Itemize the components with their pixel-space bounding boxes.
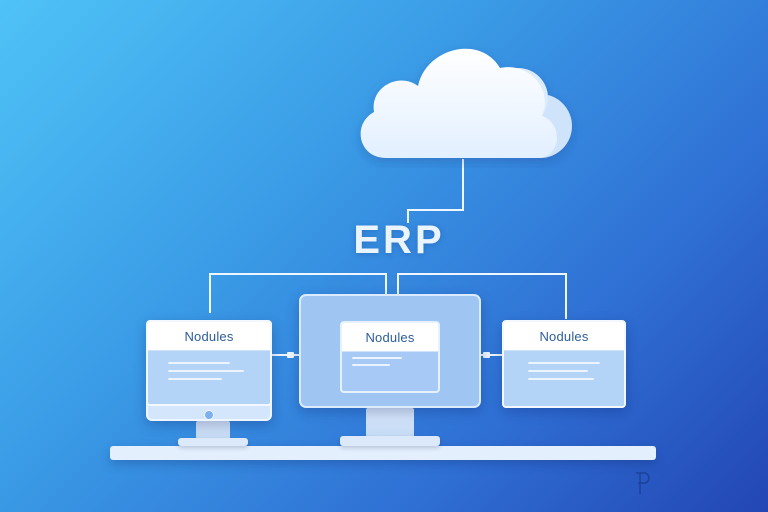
center-text-line	[352, 357, 402, 359]
left-text-line	[168, 370, 244, 372]
right-text-line	[528, 362, 600, 364]
center-monitor-base	[340, 436, 440, 446]
right-module-card: Nodules	[502, 320, 626, 408]
left-link-node	[287, 352, 294, 358]
right-text-line	[528, 370, 588, 372]
left-text-line	[168, 378, 222, 380]
shelf	[110, 446, 656, 460]
left-monitor-neck	[196, 421, 230, 439]
diagram-title: ERP	[353, 218, 445, 262]
cloud-connector	[407, 159, 464, 223]
left-module-label: Nodules	[148, 322, 270, 351]
center-text-line	[352, 364, 390, 366]
center-module-card: Nodules	[340, 321, 440, 393]
right-text-line	[528, 378, 594, 380]
right-link-node	[483, 352, 490, 358]
right-module-connector	[397, 273, 567, 319]
left-power-dot	[204, 410, 214, 420]
left-module-connector	[209, 273, 387, 313]
watermark-icon	[636, 472, 650, 494]
center-module-label: Nodules	[342, 323, 438, 352]
left-text-line	[168, 362, 230, 364]
center-monitor-neck	[366, 408, 414, 438]
right-module-label: Nodules	[504, 322, 624, 351]
left-module-card: Nodules	[146, 320, 272, 406]
left-monitor-base	[178, 438, 248, 446]
cloud-icon	[360, 48, 572, 158]
